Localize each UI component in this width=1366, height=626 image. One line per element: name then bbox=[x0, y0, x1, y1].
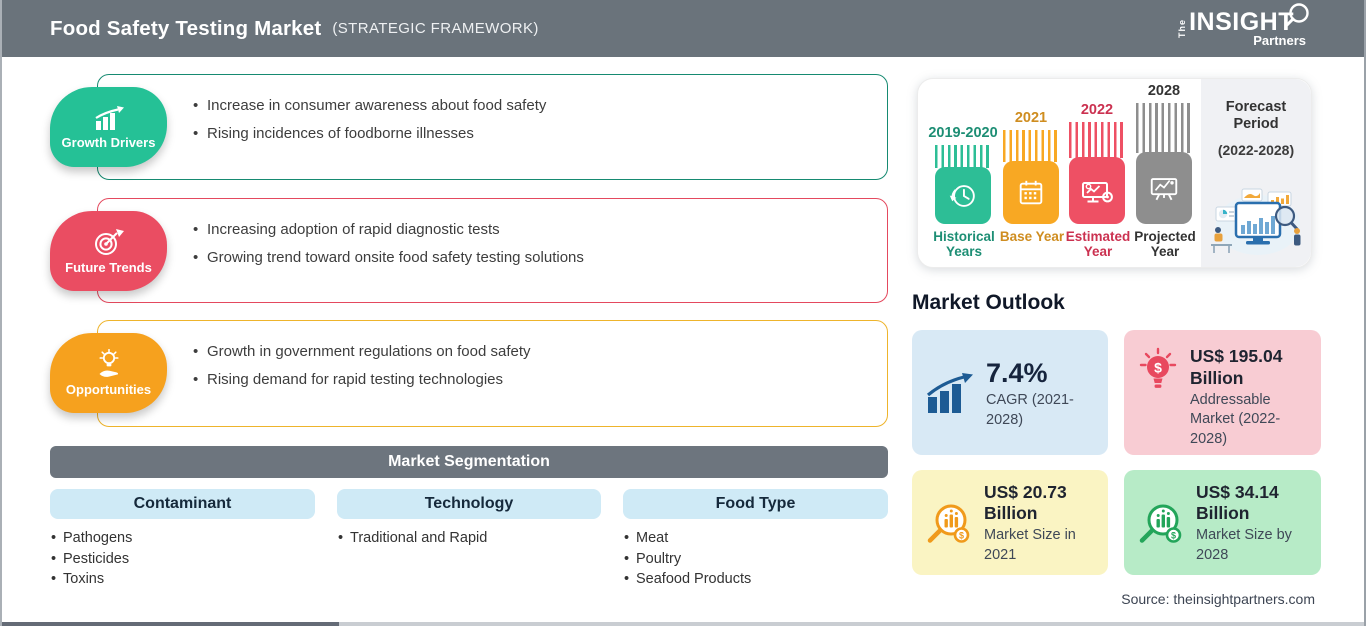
bullet-item: Increase in consumer awareness about foo… bbox=[193, 96, 867, 116]
card-value: US$ 20.73 Billion bbox=[984, 481, 1067, 524]
segmentation-title: Market Segmentation bbox=[388, 453, 550, 470]
addressable-market-card: $ US$ 195.04 Billion Addressable Market … bbox=[1124, 330, 1321, 455]
timeline-bar-estimated: 2022 bbox=[1069, 102, 1125, 224]
future-trends-badge: Future Trends bbox=[50, 211, 167, 291]
timeline-bar-caption: Historical Years bbox=[933, 229, 995, 260]
opportunities-bullets: Growth in government regulations on food… bbox=[193, 342, 867, 390]
forecast-period-range: (2022-2028) bbox=[1217, 141, 1295, 158]
segment-pill-label: Food Type bbox=[715, 495, 796, 512]
card-value: 7.4% bbox=[986, 357, 1048, 388]
bar-growth-icon bbox=[926, 372, 973, 413]
market-size-2021-card: $ US$ 20.73 Billion Market Size in 2021 bbox=[912, 470, 1108, 575]
magnifier-chart-icon: $ bbox=[927, 504, 970, 543]
timeline-bar-base: 2021 bbox=[1003, 110, 1059, 224]
timeline-year: 2022 bbox=[1080, 102, 1114, 118]
monitor-gear-icon bbox=[1082, 181, 1113, 202]
card-label: Market Size in 2021 bbox=[984, 527, 1076, 563]
bulb-hand-icon bbox=[98, 349, 119, 377]
card-label: Market Size by 2028 bbox=[1196, 527, 1292, 563]
timeline-bar-historical: 2019-2020 bbox=[928, 125, 998, 224]
insight-partners-logo: The INSIGHT Partners bbox=[1177, 2, 1310, 48]
page-subtitle: (STRATEGIC FRAMEWORK) bbox=[332, 20, 539, 37]
badge-label: Future Trends bbox=[65, 259, 152, 275]
forecast-period-panel: Forecast Period (2022-2028) bbox=[1201, 79, 1311, 267]
history-clock-icon bbox=[949, 184, 975, 207]
segment-item: Toxins bbox=[50, 569, 315, 590]
magnifier-icon bbox=[1285, 2, 1309, 26]
svg-text:$: $ bbox=[1171, 530, 1176, 540]
market-size-2028-card: $ US$ 34.14 Billion Market Size by 2028 bbox=[1124, 470, 1321, 575]
segmentation-col-food-type: Food Type Meat Poultry Seafood Products bbox=[623, 489, 888, 590]
card-value: US$ 34.14 Billion bbox=[1196, 481, 1279, 524]
segment-item: Pesticides bbox=[50, 549, 315, 570]
segment-item: Poultry bbox=[623, 549, 888, 570]
segment-pill: Technology bbox=[337, 489, 601, 519]
page-title: Food Safety Testing Market bbox=[50, 16, 322, 40]
segmentation-columns: Contaminant Pathogens Pesticides Toxins … bbox=[50, 489, 888, 590]
timeline-bar-caption: Estimated Year bbox=[1065, 229, 1131, 260]
logo-partners-text: Partners bbox=[1253, 32, 1306, 48]
forecast-illustration bbox=[1211, 188, 1301, 255]
timeline-year: 2028 bbox=[1147, 83, 1181, 99]
market-outlook-heading: Market Outlook bbox=[912, 291, 1065, 314]
market-outlook-cards: 7.4% CAGR (2021-2028) $ US$ 195.04 Bi bbox=[912, 330, 1321, 575]
logo-the-text: The bbox=[1177, 18, 1188, 38]
timeline-bar-projected: 2028 bbox=[1136, 83, 1192, 224]
timeline-bar-caption: Base Year bbox=[999, 229, 1065, 244]
badge-label: Opportunities bbox=[65, 382, 152, 397]
segment-item: Seafood Products bbox=[623, 569, 888, 590]
growth-drivers-bullets: Increase in consumer awareness about foo… bbox=[193, 96, 867, 144]
source-text: Source: theinsightpartners.com bbox=[1121, 591, 1315, 607]
segmentation-header: Market Segmentation bbox=[50, 446, 888, 478]
bulb-dollar-icon: $ bbox=[1139, 347, 1177, 388]
svg-text:$: $ bbox=[959, 530, 964, 540]
cagr-card: 7.4% CAGR (2021-2028) bbox=[912, 330, 1108, 455]
timeline-panel: 2019-2020 Historical Years 2021 bbox=[917, 78, 1312, 268]
timeline-year: 2019-2020 bbox=[928, 125, 998, 141]
magnifier-chart-icon: $ bbox=[1139, 504, 1182, 543]
logo-insight-text: INSIGHT bbox=[1189, 7, 1294, 36]
calendar-icon bbox=[1019, 180, 1043, 204]
growth-drivers-badge: Growth Drivers bbox=[50, 87, 167, 167]
target-dart-icon bbox=[94, 228, 124, 255]
segmentation-col-technology: Technology Traditional and Rapid bbox=[337, 489, 601, 590]
card-label: Addressable Market (2022-2028) bbox=[1190, 391, 1281, 447]
segment-pill: Contaminant bbox=[50, 489, 315, 519]
badge-label: Growth Drivers bbox=[61, 134, 156, 150]
bullet-item: Growth in government regulations on food… bbox=[193, 342, 867, 362]
scrollbar-thumb[interactable] bbox=[2, 622, 339, 626]
svg-text:$: $ bbox=[1154, 360, 1162, 376]
segment-item: Meat bbox=[623, 528, 888, 549]
horizontal-scrollbar[interactable] bbox=[2, 622, 1364, 626]
bullet-item: Increasing adoption of rapid diagnostic … bbox=[193, 220, 867, 240]
future-trends-bullets: Increasing adoption of rapid diagnostic … bbox=[193, 220, 867, 268]
bullet-item: Growing trend toward onsite food safety … bbox=[193, 248, 867, 268]
bullet-item: Rising incidences of foodborne illnesses bbox=[193, 124, 867, 144]
segment-pill-label: Technology bbox=[424, 495, 514, 512]
growth-drivers-box: Increase in consumer awareness about foo… bbox=[97, 74, 888, 180]
card-label: CAGR (2021-2028) bbox=[986, 392, 1074, 428]
segment-pill: Food Type bbox=[623, 489, 888, 519]
header-bar: Food Safety Testing Market (STRATEGIC FR… bbox=[2, 0, 1364, 57]
card-value: US$ 195.04 Billion bbox=[1190, 346, 1283, 388]
forecast-period-label: Forecast Period bbox=[1225, 99, 1287, 133]
opportunities-badge: Opportunities bbox=[50, 333, 167, 413]
opportunities-box: Growth in government regulations on food… bbox=[97, 320, 888, 427]
presentation-chart-icon bbox=[1150, 177, 1178, 200]
timeline-bar-caption: Projected Year bbox=[1134, 229, 1196, 260]
segment-pill-label: Contaminant bbox=[133, 495, 232, 512]
future-trends-box: Increasing adoption of rapid diagnostic … bbox=[97, 198, 888, 303]
segmentation-col-contaminant: Contaminant Pathogens Pesticides Toxins bbox=[50, 489, 315, 590]
segment-item: Traditional and Rapid bbox=[337, 528, 601, 549]
bullet-item: Rising demand for rapid testing technolo… bbox=[193, 370, 867, 390]
growth-chart-icon bbox=[94, 105, 124, 130]
timeline-year: 2021 bbox=[1014, 110, 1048, 126]
segment-item: Pathogens bbox=[50, 528, 315, 549]
